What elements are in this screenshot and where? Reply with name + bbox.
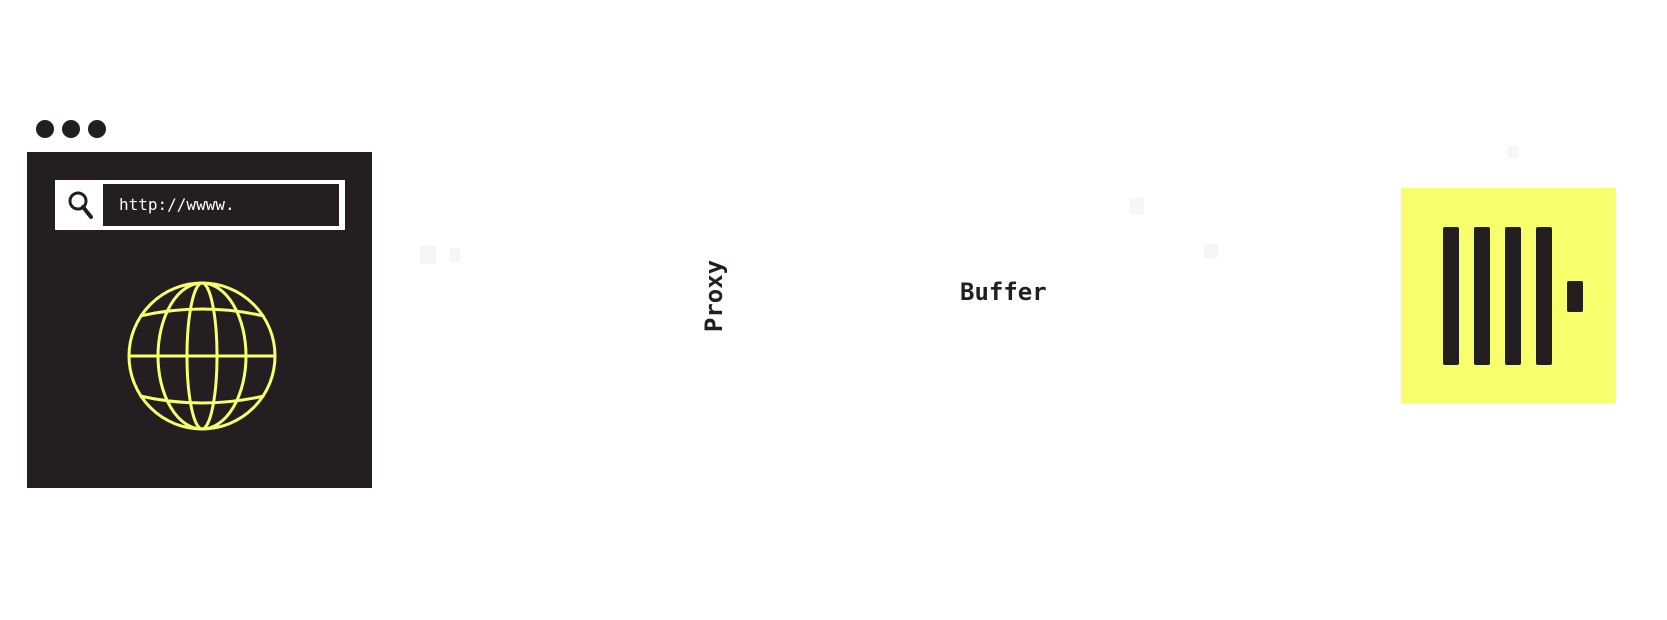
address-bar[interactable]: http://wwww. [55, 180, 345, 230]
clickhouse-logo-icon [1401, 188, 1616, 403]
window-controls [36, 120, 106, 138]
search-icon[interactable] [67, 190, 95, 220]
window-dot-icon[interactable] [62, 120, 80, 138]
faint-mark [420, 246, 436, 264]
proxy-label-text: Proxy [700, 259, 728, 333]
logo-bar [1474, 227, 1490, 365]
buffer-label: Buffer [960, 278, 1047, 306]
logo-bar [1443, 227, 1459, 365]
logo-bar [1536, 227, 1552, 365]
faint-mark [1130, 198, 1144, 214]
logo-bar [1505, 227, 1521, 365]
logo-bar-short [1567, 281, 1583, 312]
faint-mark [1204, 244, 1218, 258]
browser-window: http://wwww. [27, 152, 372, 488]
faint-mark [1508, 146, 1518, 158]
faint-mark [450, 248, 460, 262]
url-field[interactable]: http://wwww. [103, 184, 339, 226]
globe-icon [127, 281, 277, 431]
window-dot-icon[interactable] [88, 120, 106, 138]
window-dot-icon[interactable] [36, 120, 54, 138]
